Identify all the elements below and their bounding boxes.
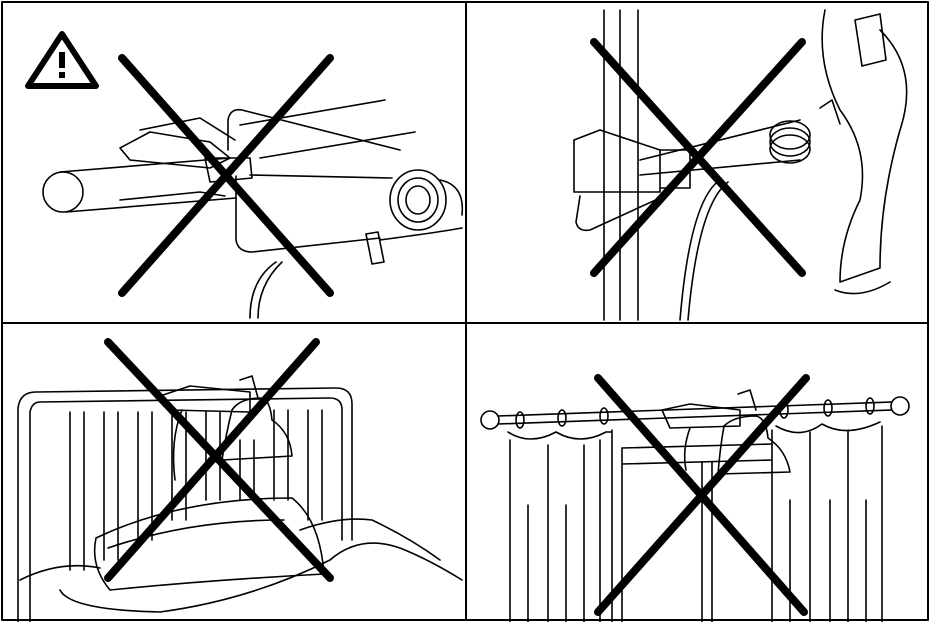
prohibited-cross bbox=[104, 338, 334, 582]
panel-2-clamp-on-post bbox=[573, 9, 908, 321]
prohibited-cross bbox=[590, 38, 806, 277]
exclamation-bar bbox=[59, 52, 65, 68]
prohibited-cross bbox=[594, 374, 810, 616]
panel-4-clamp-on-curtain-rod bbox=[480, 374, 910, 622]
exclamation-dot bbox=[59, 72, 65, 78]
headboard-slats bbox=[69, 409, 323, 571]
warning-triangle-icon bbox=[25, 31, 99, 89]
panel-3-clamp-on-headboard bbox=[17, 338, 463, 622]
prohibited-cross bbox=[118, 54, 334, 297]
panel-1-clamp-on-rail bbox=[25, 31, 464, 319]
curtain-folds bbox=[509, 425, 883, 622]
